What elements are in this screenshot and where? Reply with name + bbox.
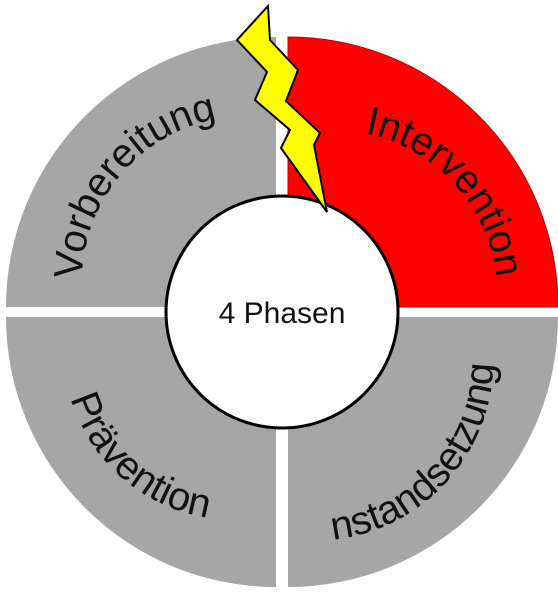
segment-praevention (6, 317, 276, 587)
segment-vorbereitung (6, 37, 276, 307)
center-label: 4 Phasen (219, 297, 346, 330)
lightning-bolt-icon (235, 3, 328, 213)
center-circle (164, 194, 400, 430)
segment-instandsetzung (288, 317, 558, 587)
